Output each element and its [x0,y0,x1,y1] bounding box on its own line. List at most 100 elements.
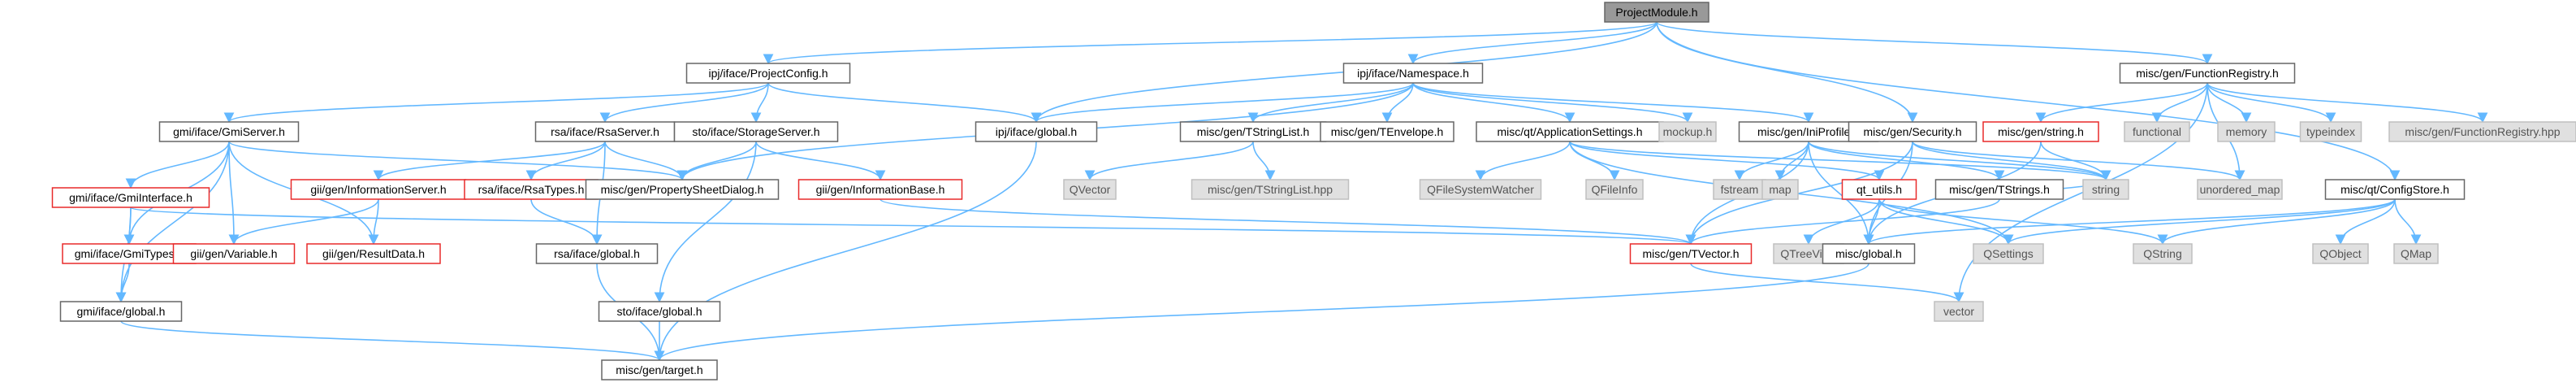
node-gmiserver[interactable]: gmi/iface/GmiServer.h [158,121,300,142]
node-label: mockup.h [1663,125,1713,138]
edge-miscstring-to-string [2040,141,2111,181]
node-qmap[interactable]: QMap [2393,243,2439,264]
node-label: QFileInfo [1592,183,1638,196]
node-map[interactable]: map [1761,179,1799,200]
node-qvector[interactable]: QVector [1063,179,1117,200]
node-giivariable[interactable]: gii/gen/Variable.h [172,243,296,264]
edge-functionregistry-to-functional [2151,82,2208,124]
node-stoglobal[interactable]: sto/iface/global.h [598,301,721,322]
node-label: gmi/iface/global.h [77,305,166,318]
node-rsaserver[interactable]: rsa/iface/RsaServer.h [534,121,676,142]
edge-projectmodule-to-projectconfig [763,21,1658,65]
node-vector[interactable]: vector [1934,301,1984,322]
edge-configstore-to-qstring [2157,198,2396,246]
node-giiinfobase[interactable]: gii/gen/InformationBase.h [797,179,963,200]
node-box [306,243,441,264]
node-rsatypes[interactable]: rsa/iface/RsaTypes.h [464,179,599,200]
node-configstore[interactable]: misc/qt/ConfigStore.h [2324,179,2466,200]
node-label: misc/gen/TEnvelope.h [1331,125,1444,138]
node-box [290,179,467,200]
node-tvector[interactable]: misc/gen/TVector.h [1629,243,1753,264]
edge-storageserver-to-giiinfobase [755,141,886,181]
node-qtutils[interactable]: qt_utils.h [1841,179,1917,200]
node-box [2119,63,2296,84]
node-box [1604,2,1709,23]
node-qobject[interactable]: QObject [2312,243,2369,264]
node-functionregistry[interactable]: misc/gen/FunctionRegistry.h [2119,63,2296,84]
node-miscglobal[interactable]: misc/global.h [1822,243,1916,264]
dependency-nodes: ProjectModule.h ipj/iface/ProjectConfig.h… [51,2,2576,380]
node-label: gii/gen/InformationServer.h [310,183,446,196]
node-box [172,243,296,264]
node-box [51,187,210,208]
node-giiinfoserver[interactable]: gii/gen/InformationServer.h [290,179,467,200]
node-box [1063,179,1117,200]
edge-projectconfig-to-ipjglobal [767,82,1042,124]
node-fstream[interactable]: fstream [1713,179,1766,200]
node-functional[interactable]: functional [2124,121,2190,142]
edge-appsettings-to-qfsw [1475,141,1571,181]
node-propsheet[interactable]: misc/gen/PropertySheetDialog.h [585,179,780,200]
node-label: gmi/iface/GmiServer.h [173,125,285,138]
edge-security-to-string [1912,141,2111,181]
node-security[interactable]: misc/gen/Security.h [1848,121,1977,142]
node-label: QFileSystemWatcher [1427,183,1534,196]
node-unorderedmap[interactable]: unordered_map [2197,179,2283,200]
node-tstrings[interactable]: misc/gen/TStrings.h [1934,179,2064,200]
node-box [2324,179,2466,200]
node-gmiinterface[interactable]: gmi/iface/GmiInterface.h [51,187,210,208]
node-giiresultdata[interactable]: gii/gen/ResultData.h [306,243,441,264]
edge-rsaserver-to-giiinfoserver [373,141,606,181]
node-box [1934,301,1984,322]
edge-gmiserver-to-propsheet [228,141,688,181]
edge-rsaserver-to-propsheet [604,141,688,181]
node-tstringlist[interactable]: misc/gen/TStringList.h [1179,121,1327,142]
node-mockup[interactable]: mockup.h [1658,121,1717,142]
node-miscstring[interactable]: misc/gen/string.h [1982,121,2099,142]
node-box [464,179,599,200]
node-label: gmi/iface/GmiTypes.h [75,247,184,260]
edge-projectconfig-to-storageserver [750,82,769,124]
edge-rsaserver-to-rsatypes [525,141,606,181]
node-appsettings[interactable]: misc/qt/ApplicationSettings.h [1476,121,1664,142]
edge-namespace-to-tenvelope [1381,82,1414,124]
node-ipjglobal[interactable]: ipj/iface/global.h [975,121,1098,142]
node-gmiglobal[interactable]: gmi/iface/global.h [59,301,183,322]
node-box [1982,121,2099,142]
node-namespace[interactable]: ipj/iface/Namespace.h [1342,63,1484,84]
node-qfileinfo[interactable]: QFileInfo [1585,179,1644,200]
edge-functionregistry-to-functionregistryhpp [2206,82,2488,124]
node-projectconfig[interactable]: ipj/iface/ProjectConfig.h [685,63,851,84]
node-qfsw[interactable]: QFileSystemWatcher [1419,179,1542,200]
node-box [1973,243,2044,264]
node-rsaglobal[interactable]: rsa/iface/global.h [535,243,659,264]
node-qsettings[interactable]: QSettings [1973,243,2044,264]
node-qstring[interactable]: QString [2133,243,2193,264]
node-functionregistryhpp[interactable]: misc/gen/FunctionRegistry.hpp [2388,121,2576,142]
node-box [59,301,183,322]
edge-iniprofile-to-tstrings [1808,141,2005,181]
edge-storageserver-to-stoglobal [654,141,757,303]
node-box [1585,179,1644,200]
node-target[interactable]: misc/gen/target.h [601,359,718,380]
node-box [2124,121,2190,142]
node-label: misc/gen/PropertySheetDialog.h [601,183,764,196]
node-projectmodule[interactable]: ProjectModule.h [1604,2,1709,23]
node-box [975,121,1098,142]
node-label: functional [2133,125,2181,138]
edge-iniprofile-to-fstream [1734,141,1809,181]
node-box [1822,243,1916,264]
node-label: rsa/iface/global.h [554,247,640,260]
node-box [1419,179,1542,200]
edge-configstore-to-qmap [2394,198,2422,246]
edge-tstringlist-to-qvector [1084,141,1254,181]
node-string[interactable]: string [2082,179,2129,200]
node-tstringlisthpp[interactable]: misc/gen/TStringList.hpp [1191,179,1350,200]
node-tenvelope[interactable]: misc/gen/TEnvelope.h [1320,121,1454,142]
node-memory[interactable]: memory [2217,121,2276,142]
node-storageserver[interactable]: sto/iface/StorageServer.h [673,121,839,142]
node-label: vector [1943,305,1974,318]
node-typeindex[interactable]: typeindex [2299,121,2362,142]
edge-miscglobal-to-target [654,263,1869,362]
